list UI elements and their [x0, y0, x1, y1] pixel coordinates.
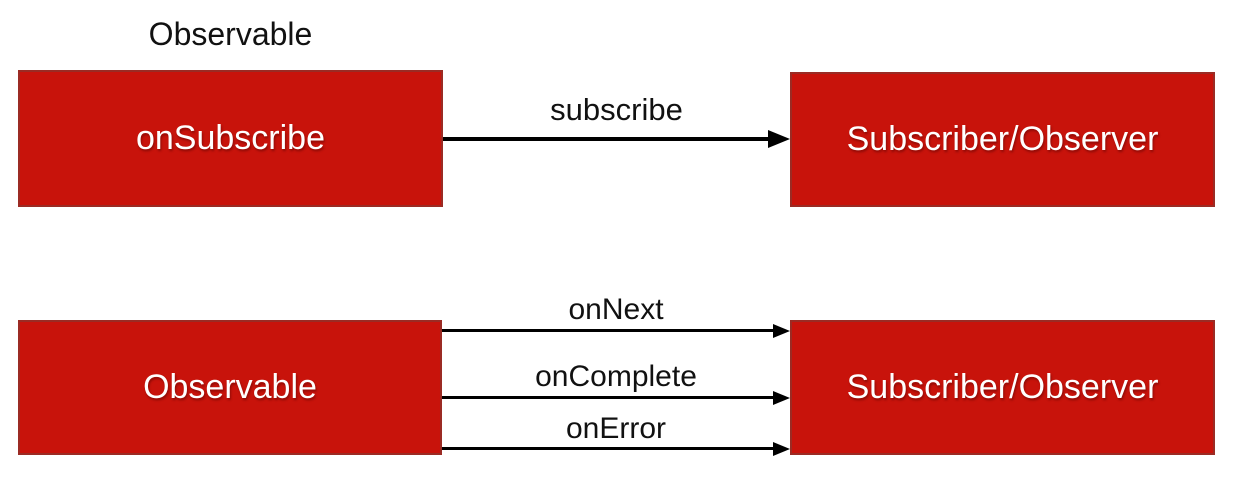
subscribe-arrow-label: subscribe: [550, 92, 683, 127]
subscriber-observer-box-bottom-label: Subscriber/Observer: [846, 368, 1159, 406]
subscriber-observer-box-top: Subscriber/Observer: [790, 72, 1215, 207]
subscriber-observer-box-bottom: Subscriber/Observer: [790, 320, 1215, 455]
observable-box: Observable: [18, 320, 442, 455]
onnext-arrow-label: onNext: [568, 293, 664, 326]
oncomplete-arrow-line: [442, 396, 775, 399]
subscribe-arrow-line: [443, 137, 770, 141]
subscriber-observer-box-top-label: Subscriber/Observer: [846, 120, 1159, 158]
onnext-arrow-head: [773, 324, 790, 338]
onerror-arrow-line: [442, 447, 775, 450]
onerror-arrow-head: [773, 442, 790, 456]
onerror-arrow-label: onError: [565, 412, 667, 445]
subscribe-arrow-head: [768, 130, 790, 148]
onsubscribe-box-label: onSubscribe: [135, 119, 325, 157]
observable-box-label: Observable: [143, 368, 317, 406]
oncomplete-arrow-head: [773, 391, 790, 405]
oncomplete-arrow-label: onComplete: [535, 360, 697, 393]
onnext-arrow-line: [442, 329, 775, 332]
onsubscribe-box: onSubscribe: [18, 70, 443, 207]
observable-title-label: Observable: [148, 16, 313, 52]
